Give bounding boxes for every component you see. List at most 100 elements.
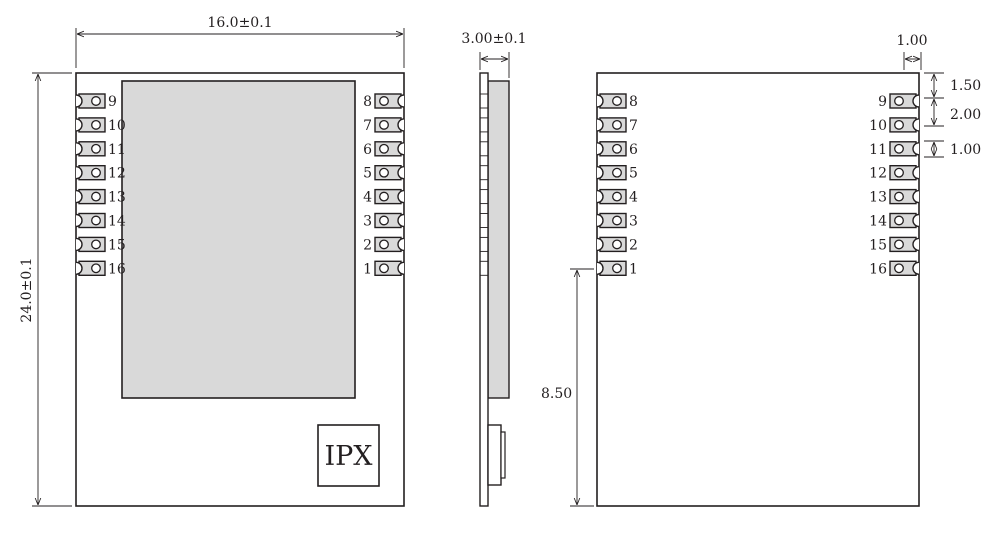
pin-number: 9 [878,94,887,110]
castellation-notch [912,189,920,204]
pin-pad: 15 [869,236,920,253]
side-pcb [479,72,489,507]
castellation-notch [75,142,83,156]
pin-number: 8 [363,94,372,110]
pin-number: 4 [629,190,638,206]
height-dimension-label: 24.0±0.1 [19,257,35,322]
pin-hole [612,215,622,226]
pin-pad: 3 [363,212,405,230]
pin-number: 11 [869,142,887,158]
pin-hole [91,167,101,178]
castellation-notch [397,189,405,204]
castellation-notch [596,166,604,180]
pin-number: 1 [363,261,372,277]
pin-hole [894,143,904,154]
castellation-notch [397,118,405,132]
back-board-outline [596,72,920,507]
pin-number: 5 [629,166,638,182]
pin-hole [612,167,622,178]
castellation-notch [75,189,83,204]
side-pin-ticks [480,93,488,276]
pin-pad: 4 [596,188,638,206]
pin-pad: 16 [75,260,126,277]
pin-hole [379,263,389,274]
pin-hole [612,119,622,130]
pin-hole [894,191,904,202]
castellation-notch [596,261,604,275]
castellation-notch [596,237,604,252]
pin-number: 9 [108,94,117,110]
pin-hole [91,143,101,154]
castellation-notch [912,118,920,132]
front-board-outline [75,72,405,507]
pin-pad: 12 [869,164,920,182]
pin-hole [379,167,389,178]
castellation-notch [912,166,920,180]
pin-number: 3 [363,214,372,230]
pin-pad: 8 [363,93,405,110]
pin-number: 1 [629,261,638,277]
castellation-notch [912,213,920,228]
pin-number: 8 [629,94,638,110]
castellation-notch [75,166,83,180]
castellation-notch [397,237,405,252]
pin-hole [379,239,389,250]
side-view: 3.00±0.1 [461,31,527,507]
pin-number: 16 [108,261,126,277]
pin-number: 12 [869,166,887,182]
pad-height-label: 1.00 [950,142,981,158]
castellation-notch [596,142,604,156]
pin-hole [379,191,389,202]
pin-pad: 6 [596,141,638,158]
castellation-notch [912,261,920,275]
castellation-notch [912,142,920,156]
castellation-notch [596,189,604,204]
side-ipx-connector [487,424,502,486]
castellation-notch [397,166,405,180]
pin-pad: 14 [75,212,126,230]
pin-hole [894,119,904,130]
pitch-label: 2.00 [950,107,981,123]
ipx-connector [317,424,380,487]
pin-number: 3 [629,214,638,230]
pin-number: 7 [363,118,372,134]
castellation-notch [912,94,920,108]
pin-hole [894,215,904,226]
castellation-notch [397,213,405,228]
pin-hole [91,215,101,226]
pin-pad: 2 [363,236,405,253]
pin-number: 12 [108,166,126,182]
pin-pad: 2 [596,236,638,253]
pin-hole [379,215,389,226]
pin-hole [91,263,101,274]
pin-hole [894,167,904,178]
pin-pad: 11 [869,141,920,158]
pin-pad: 15 [75,236,126,253]
pin-number: 6 [629,142,638,158]
pin-pad: 9 [878,93,920,110]
pin-pad: 13 [75,188,126,206]
pin-hole [612,96,622,106]
pin-hole [91,191,101,202]
pin-hole [894,263,904,274]
castellation-notch [912,237,920,252]
pin-hole [894,96,904,106]
rf-shield [121,80,356,399]
pin-pad: 14 [869,212,920,230]
castellation-notch [596,118,604,132]
pin-hole [612,263,622,274]
pin-hole [612,239,622,250]
pin-hole [379,143,389,154]
pin-pad: 10 [75,117,126,134]
pin-pad: 7 [596,117,638,134]
pin-number: 16 [869,261,887,277]
castellation-notch [75,118,83,132]
pin-hole [379,119,389,130]
pin-pad: 4 [363,188,405,206]
pin-number: 4 [363,190,372,206]
